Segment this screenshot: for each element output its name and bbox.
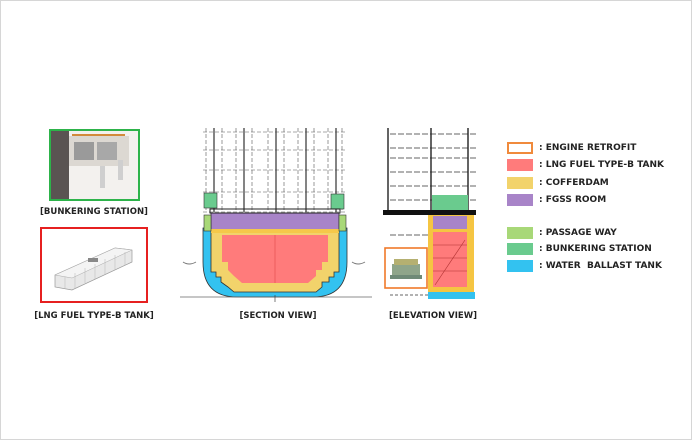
engine-retrofit-image xyxy=(384,247,428,289)
legend-item-engine-retrofit: : ENGINE RETROFIT xyxy=(507,142,636,154)
legend-label: : FGSS ROOM xyxy=(539,195,607,205)
caption-section-view: [SECTION VIEW] xyxy=(239,311,317,321)
section-view-drawing xyxy=(180,128,372,302)
caption-elevation-view: [ELEVATION VIEW] xyxy=(389,311,477,321)
legend-swatch xyxy=(507,260,533,272)
legend-item-bunkering-station: : BUNKERING STATION xyxy=(507,243,652,255)
legend-item-passage-way: : PASSAGE WAY xyxy=(507,227,617,239)
legend-label: : BUNKERING STATION xyxy=(539,244,652,254)
elevation-view-drawing xyxy=(383,128,476,299)
caption-lng-tank: [LNG FUEL TYPE-B TANK] xyxy=(34,311,154,321)
legend-swatch xyxy=(507,227,533,239)
legend-swatch xyxy=(507,194,533,206)
legend-item-lng-tank: : LNG FUEL TYPE-B TANK xyxy=(507,159,664,171)
legend-label: : PASSAGE WAY xyxy=(539,228,617,238)
legend-swatch xyxy=(507,142,533,154)
legend-label: : COFFERDAM xyxy=(539,178,609,188)
legend-label: : LNG FUEL TYPE-B TANK xyxy=(539,160,665,170)
legend-item-cofferdam: : COFFERDAM xyxy=(507,177,609,189)
legend-swatch xyxy=(507,177,533,189)
legend-item-water-ballast-tank: : WATER BALLAST TANK xyxy=(507,260,662,272)
bunkering-station-image xyxy=(49,129,140,201)
lng-tank-image xyxy=(40,227,148,303)
caption-bunkering-station: [BUNKERING STATION] xyxy=(40,207,148,217)
legend-label: : ENGINE RETROFIT xyxy=(539,143,637,153)
legend-item-fgss-room: : FGSS ROOM xyxy=(507,194,606,206)
legend-swatch xyxy=(507,159,533,171)
legend-label: : WATER BALLAST TANK xyxy=(539,261,662,271)
legend-swatch xyxy=(507,243,533,255)
